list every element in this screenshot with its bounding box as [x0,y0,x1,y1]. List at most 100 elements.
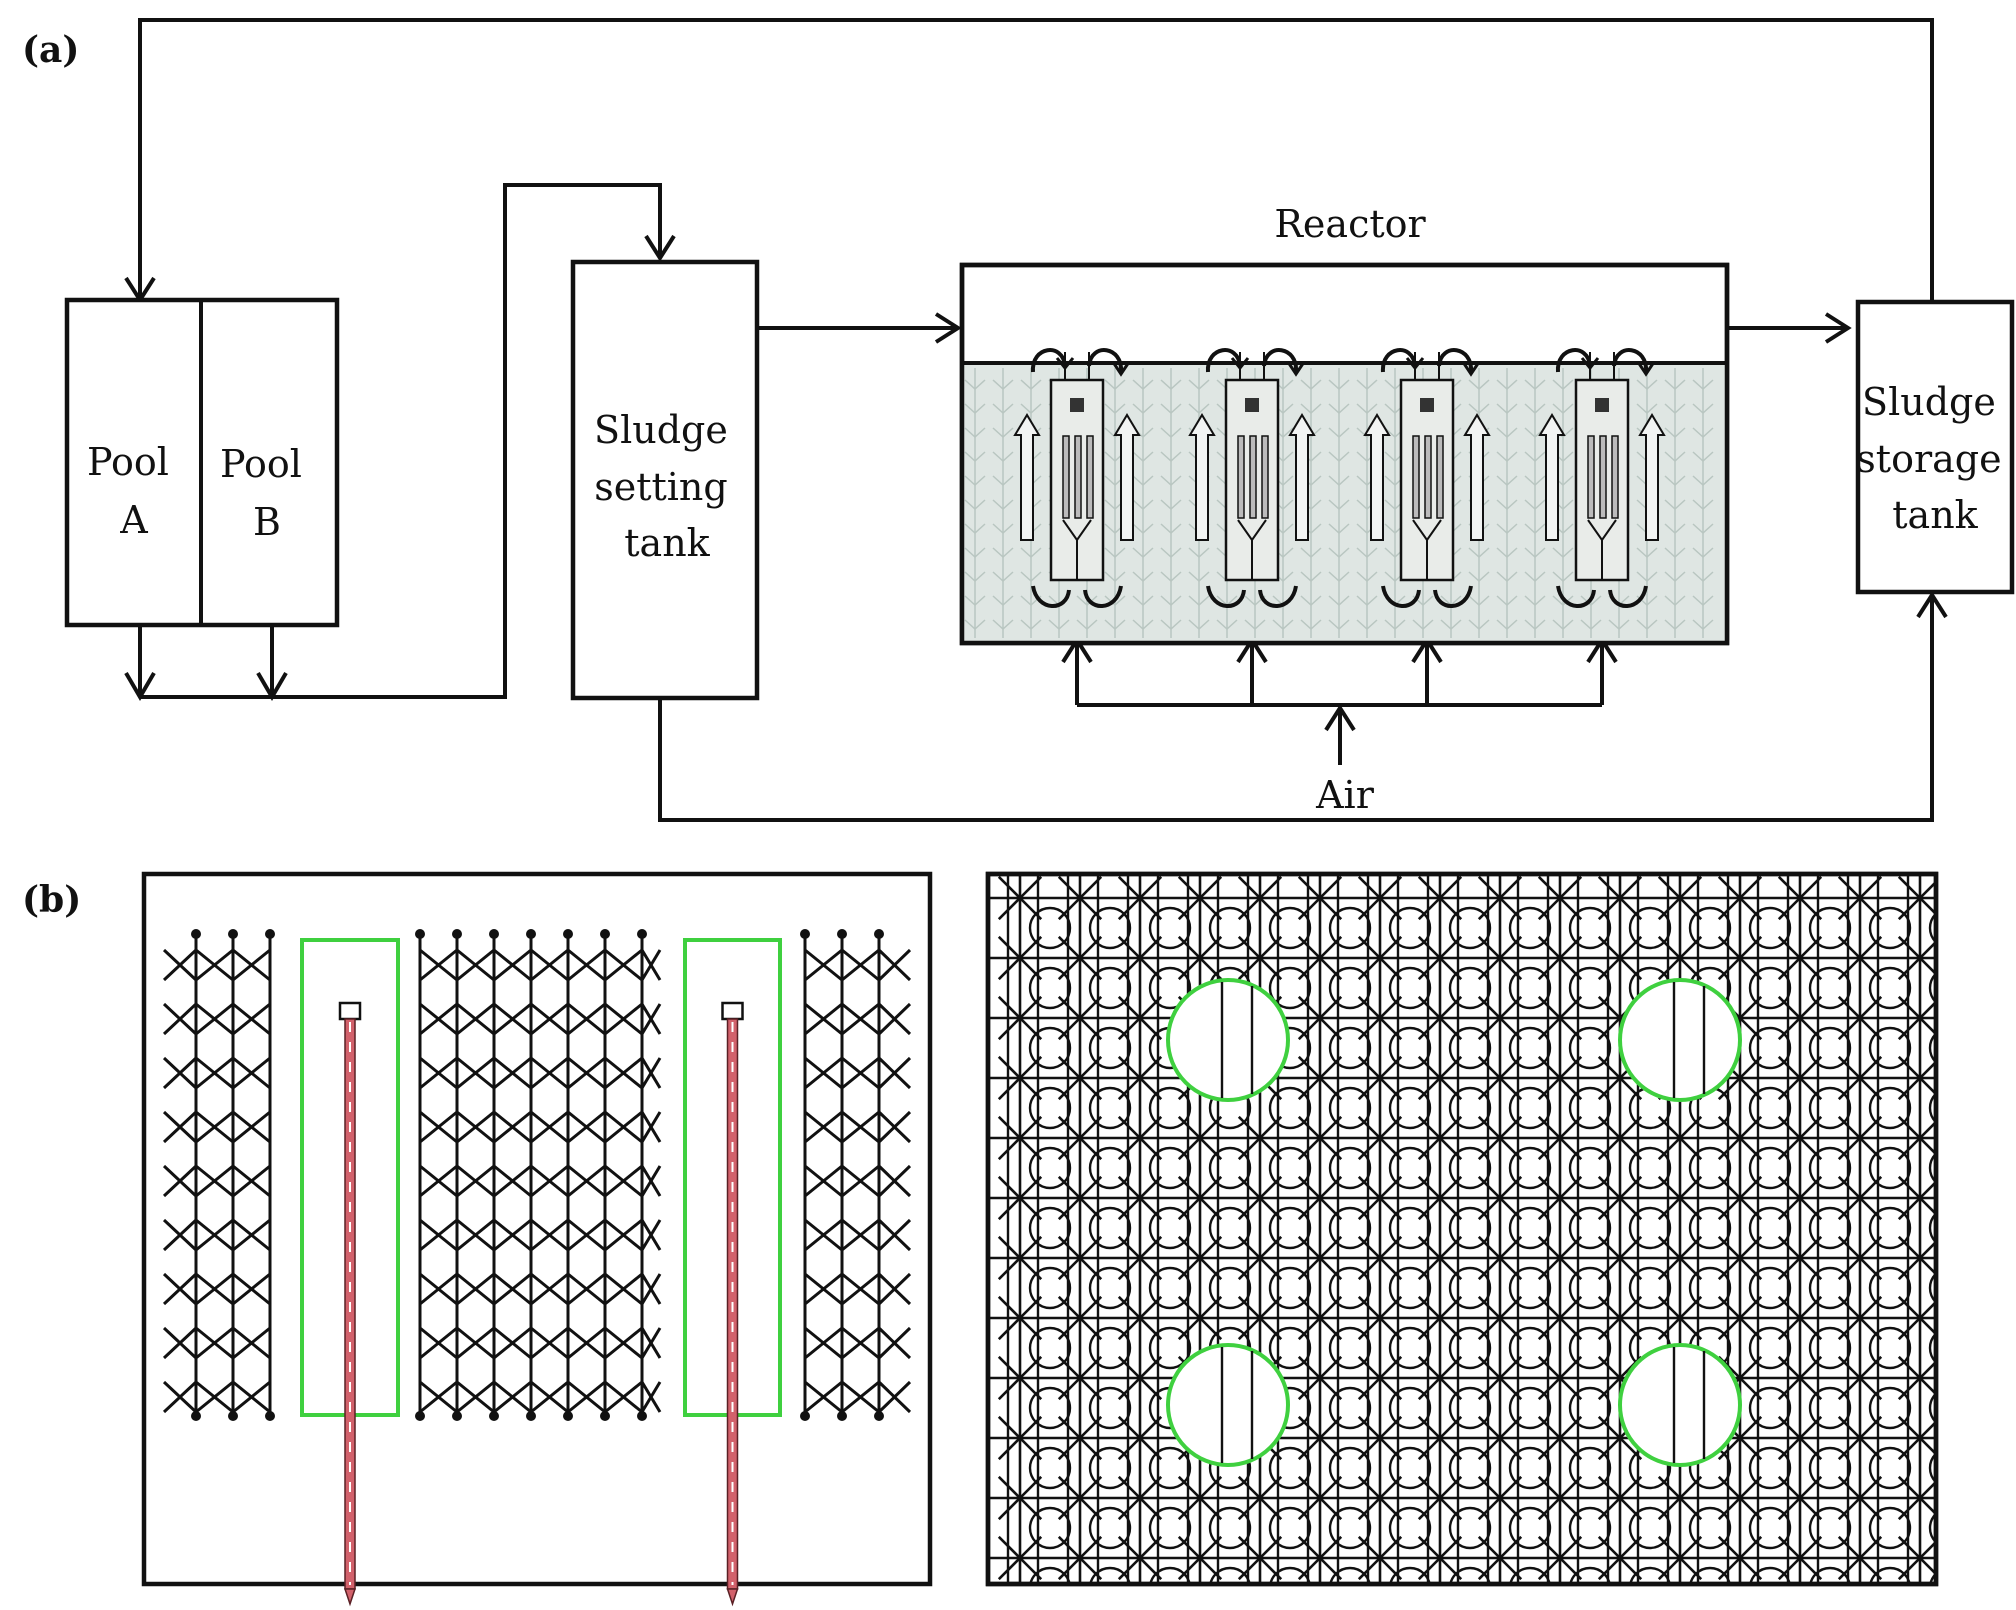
media-star [990,1348,1072,1430]
media-strand [228,929,238,1421]
module-opening [1166,978,1290,1102]
media-star [990,1168,1072,1250]
media-star [1230,1528,1311,1584]
media-star [1230,1468,1312,1550]
media-star [1770,1288,1852,1370]
media-strand [837,929,847,1421]
media-star [1590,1528,1671,1584]
media-star [1050,1108,1132,1190]
media-star [1890,928,1936,1004]
panel-a-label: (a) [22,29,79,71]
media-star [1170,1168,1252,1250]
media-star [1290,928,1372,1010]
membrane-module-outline [300,938,400,1607]
media-star [1890,1168,1936,1244]
media-strand [800,929,810,1421]
membrane-module [1363,348,1491,608]
media-star [1530,1228,1612,1310]
media-strand [489,929,499,1421]
media-star [1350,1288,1432,1370]
media-star [1350,1228,1432,1310]
media-star [1890,1108,1936,1184]
media-star [1530,1348,1612,1430]
side-view-box [141,871,933,1587]
media-star [1350,988,1432,1070]
media-star [1770,1048,1852,1130]
media-star [1290,1168,1372,1250]
media-strand [874,929,884,1421]
membrane-module-outline [683,938,782,1607]
media-strand [191,929,201,1421]
media-star [1410,1108,1492,1190]
storage-tank-label: Sludge storage tank [1856,380,2013,537]
return-line [140,18,1934,302]
media-star [1650,874,1732,950]
media-star [1470,1108,1552,1190]
media-strand [526,929,536,1421]
media-star [1110,1048,1192,1130]
media-star [1530,1468,1612,1550]
media-star [1290,1348,1372,1430]
media-star [1830,1228,1912,1310]
membrane-module [1538,348,1666,608]
module-opening [1618,1343,1742,1467]
media-star [1470,1528,1551,1584]
media-star [1110,1228,1192,1310]
media-star [1770,1528,1851,1584]
media-star [1590,1468,1672,1550]
reactor-internals [964,348,1714,638]
storage-tank-box [1855,299,2015,595]
media-strand [563,929,573,1421]
media-star [1350,1168,1432,1250]
media-star [1050,928,1132,1010]
media-strand [265,929,275,1421]
media-star [1830,1048,1912,1130]
media-strand [415,929,425,1421]
media-star [1770,1168,1852,1250]
media-star [1650,1468,1732,1550]
media-star [1470,1048,1552,1130]
media-star [1350,1408,1432,1490]
media-star [1410,874,1492,950]
media-strand [452,929,462,1421]
pool-b-label: Pool B [220,442,314,544]
module-opening [1166,1343,1290,1467]
media-star [1170,1108,1252,1190]
media-star [1050,874,1132,950]
top-view-internals [990,874,1936,1584]
media-star [1770,874,1852,950]
membrane-module [1013,348,1141,608]
media-star [1770,1228,1852,1310]
media-star [1890,1228,1936,1304]
media-star [1170,1468,1252,1550]
media-strand [637,929,647,1421]
reactor-label: Reactor [1274,202,1426,246]
media-star [1830,874,1912,950]
media-star [1890,1048,1936,1124]
pool-to-settling-line [140,183,662,699]
media-star [1470,1468,1552,1550]
media-star [1710,928,1792,1010]
media-star [1830,988,1912,1070]
media-star [1890,874,1936,944]
panel-b-label: (b) [22,879,81,921]
media-star [990,1288,1072,1370]
media-star [1110,988,1192,1070]
media-star [990,988,1072,1070]
media-star [1470,1168,1552,1250]
media-star [1350,1348,1432,1430]
media-star [1890,1408,1936,1484]
media-star [1890,988,1936,1064]
media-strand [600,929,610,1421]
media-star [1110,1348,1192,1430]
media-star [1230,1228,1312,1310]
settling-tank-label: Sludge setting tank [594,408,740,565]
side-view-internals [162,929,912,1607]
media-star [1470,1228,1552,1310]
air-label: Air [1315,773,1375,817]
media-star [1050,1048,1132,1130]
settling-tank-box [570,259,760,701]
membrane-module [1188,348,1316,608]
media-star [1230,928,1312,1010]
